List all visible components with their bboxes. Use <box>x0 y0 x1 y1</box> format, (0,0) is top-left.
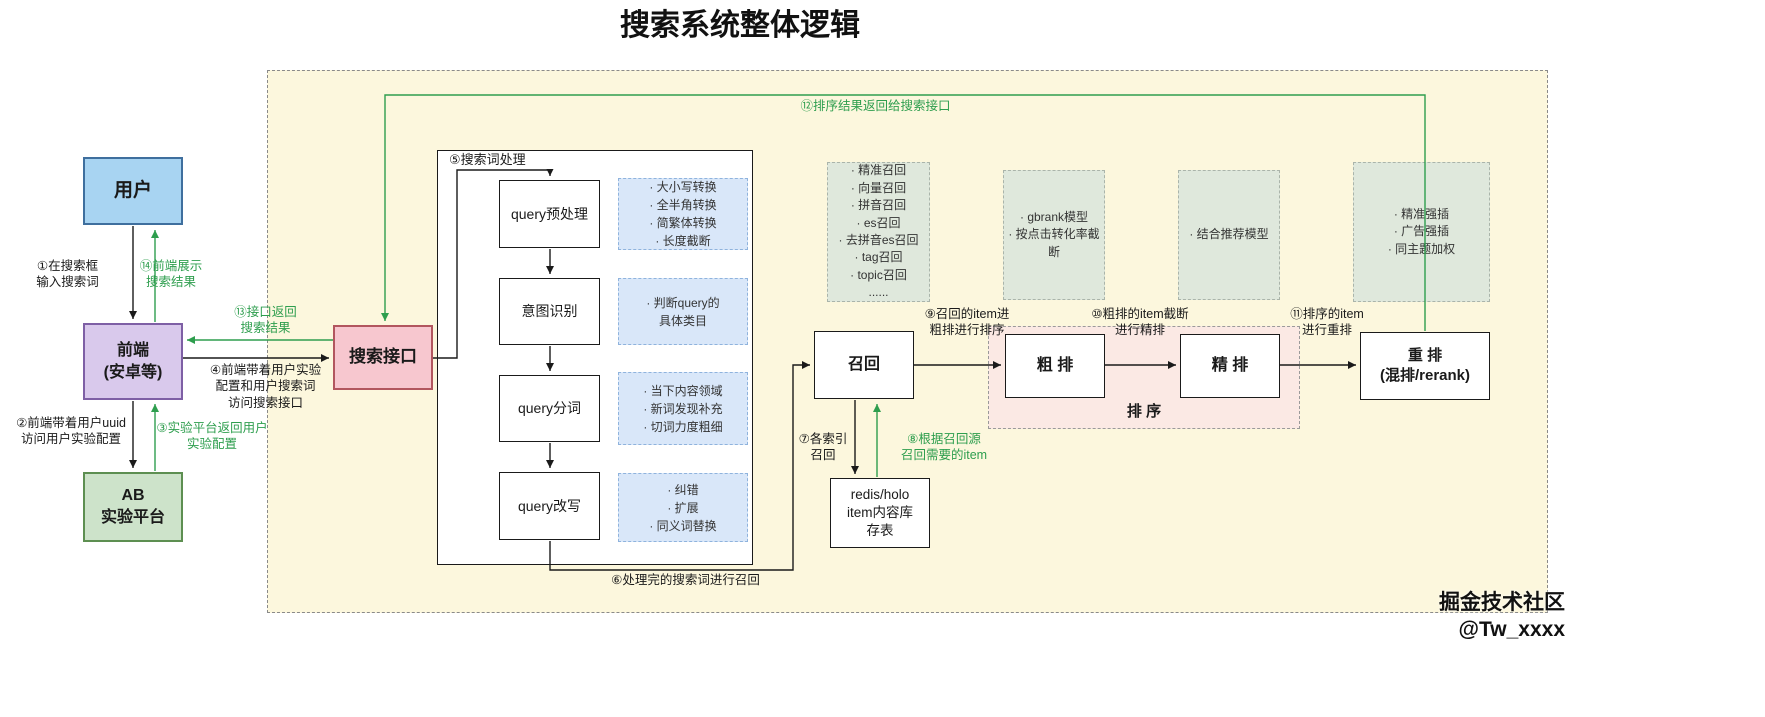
sort-group-label: 排 序 <box>1126 403 1162 420</box>
node-frontend: 前端 (安卓等) <box>83 323 183 400</box>
edge-label-step2: ②前端带着用户uuid 访问用户实验配置 <box>16 416 126 447</box>
node-coarse-rank: 粗 排 <box>1005 334 1105 398</box>
node-item-store: redis/holo item内容库 存表 <box>830 478 930 548</box>
edge-label-step6: ⑥处理完的搜索词进行召回 <box>611 573 760 587</box>
node-fine-rank: 精 排 <box>1180 334 1280 398</box>
node-query-preprocess: query预处理 <box>499 180 600 248</box>
edge-label-step1: ①在搜索框 输入搜索词 <box>36 259 99 290</box>
edge-label-step3: ③实验平台返回用户 实验配置 <box>156 421 268 452</box>
note-rewrite: · 纠错 · 扩展 · 同义词替换 <box>618 473 748 542</box>
edge-label-step8: ⑧根据召回源 召回需要的item <box>900 432 988 463</box>
node-query-segment: query分词 <box>499 375 600 442</box>
edge-label-step7: ⑦各索引 召回 <box>798 432 848 463</box>
edge-label-step14: ⑭前端展示 搜索结果 <box>139 259 203 290</box>
note-intent: · 判断query的 具体类目 <box>618 278 748 345</box>
node-rerank: 重 排 (混排/rerank) <box>1360 332 1490 400</box>
note-preprocess: · 大小写转换 · 全半角转换 · 简繁体转换 · 长度截断 <box>618 178 748 250</box>
edge-label-step13: ⑬接口返回 搜索结果 <box>234 305 297 336</box>
edge-label-step10: ⑩粗排的item截断 进行精排 <box>1091 307 1189 338</box>
node-search-api: 搜索接口 <box>333 325 433 390</box>
note-coarse-rank: · gbrank模型 · 按点击转化率截断 <box>1003 170 1105 300</box>
page-title: 搜索系统整体逻辑 <box>620 9 860 42</box>
watermark: 掘金技术社区 @Tw_xxxx <box>1439 591 1565 642</box>
node-query-rewrite: query改写 <box>499 472 600 540</box>
edge-label-step9: ⑨召回的item进 粗排进行排序 <box>924 307 1010 338</box>
edge-label-step12: ⑫排序结果返回给搜索接口 <box>800 99 951 113</box>
note-fine-rank: · 结合推荐模型 <box>1178 170 1280 300</box>
note-segment: · 当下内容领域 · 新词发现补充 · 切词力度粗细 <box>618 372 748 445</box>
node-user: 用户 <box>83 157 183 225</box>
node-intent-recognition: 意图识别 <box>499 278 600 345</box>
note-recall-sources: · 精准召回 · 向量召回 · 拼音召回 · es召回 · 去拼音es召回 · … <box>827 162 930 302</box>
node-recall: 召回 <box>814 331 914 399</box>
edge-label-step4: ④前端带着用户实验 配置和用户搜索词 访问搜索接口 <box>209 363 322 410</box>
note-rerank: · 精准强插 · 广告强插 · 同主题加权 <box>1353 162 1490 302</box>
edge-label-step5: ⑤搜索词处理 <box>449 152 569 169</box>
node-ab-platform: AB 实验平台 <box>83 472 183 542</box>
edge-label-step11: ⑪排序的item 进行重排 <box>1290 307 1364 338</box>
